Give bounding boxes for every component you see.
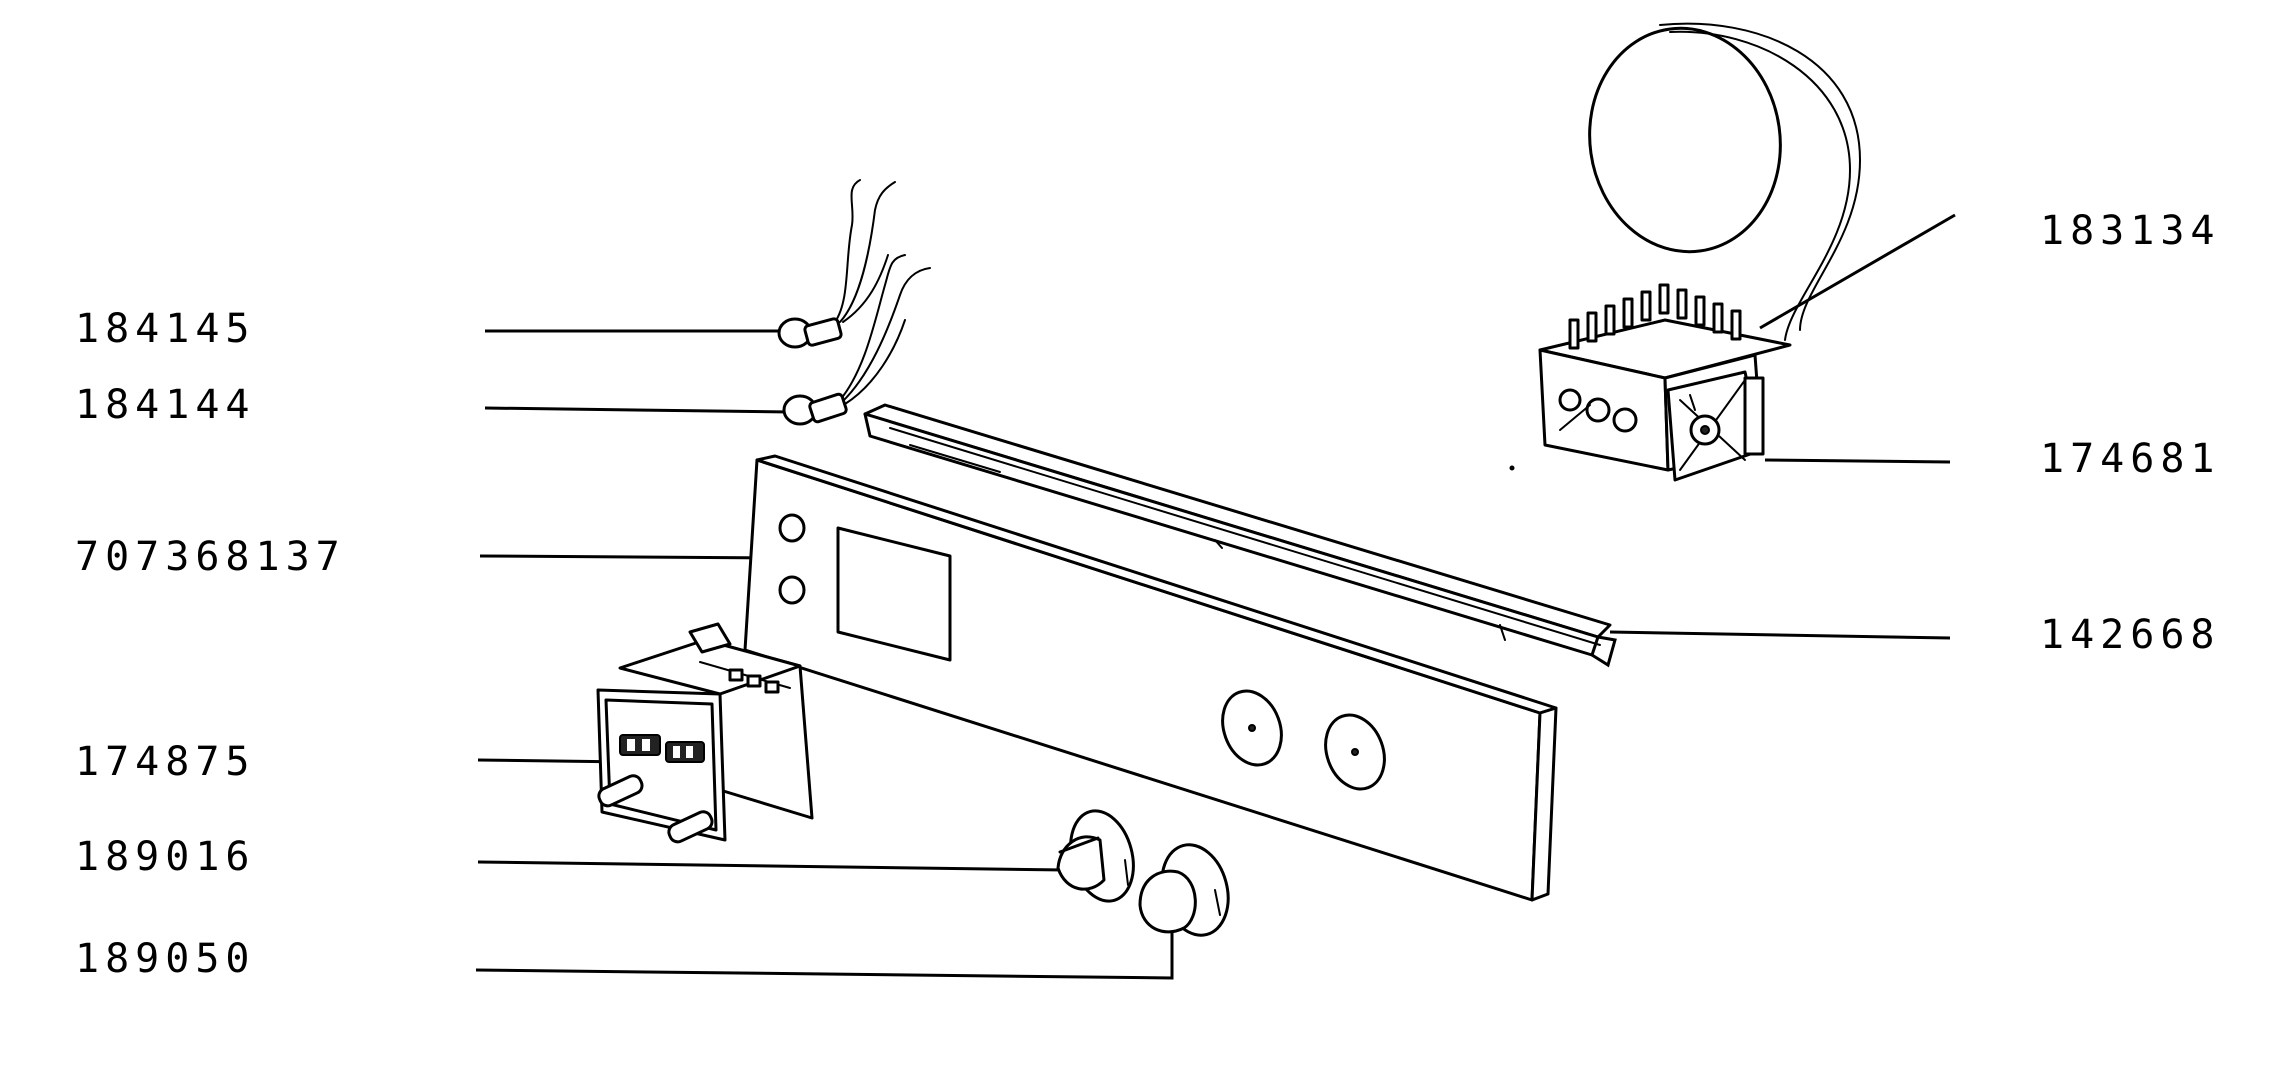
label-183134: 183134 — [2040, 208, 2221, 254]
label-174875: 174875 — [75, 739, 256, 785]
indicator-lamp-184145 — [777, 179, 896, 349]
leader-184144 — [484, 406, 791, 414]
label-189016: 189016 — [75, 834, 256, 880]
timer-display-right — [665, 741, 705, 763]
thermostat-pins — [1568, 283, 1742, 350]
leader-707368137 — [479, 554, 791, 560]
leader-183134 — [1759, 213, 1956, 330]
label-142668: 142668 — [2040, 612, 2221, 658]
lamp-hole-upper — [778, 513, 806, 543]
label-189050: 189050 — [75, 936, 256, 982]
capillary-coil — [1588, 26, 1782, 254]
leader-189050 — [475, 920, 1174, 980]
display-window — [836, 526, 952, 662]
trim-strip-142668 — [863, 403, 1617, 668]
lamp-hole-lower — [778, 575, 806, 605]
switch-174681 — [1666, 370, 1765, 482]
label-707368137: 707368137 — [75, 534, 346, 580]
label-184144: 184144 — [75, 382, 256, 428]
timer-shaft-right — [667, 810, 714, 844]
timer-shaft-left — [597, 774, 644, 808]
leader-189016 — [477, 860, 1066, 872]
control-panel-707368137 — [743, 454, 1558, 902]
control-knob-189050 — [1138, 843, 1230, 937]
stray-mark — [1509, 465, 1515, 471]
control-knob-189016 — [1056, 809, 1135, 903]
timer-display-left — [619, 734, 661, 756]
leader-lines — [475, 213, 1956, 980]
label-174681: 174681 — [2040, 436, 2221, 482]
label-184145: 184145 — [75, 306, 256, 352]
indicator-lamp-184144 — [782, 254, 931, 426]
leader-142668 — [1609, 630, 1951, 640]
timer-module-174875 — [596, 622, 814, 844]
leader-174681 — [1764, 458, 1951, 464]
